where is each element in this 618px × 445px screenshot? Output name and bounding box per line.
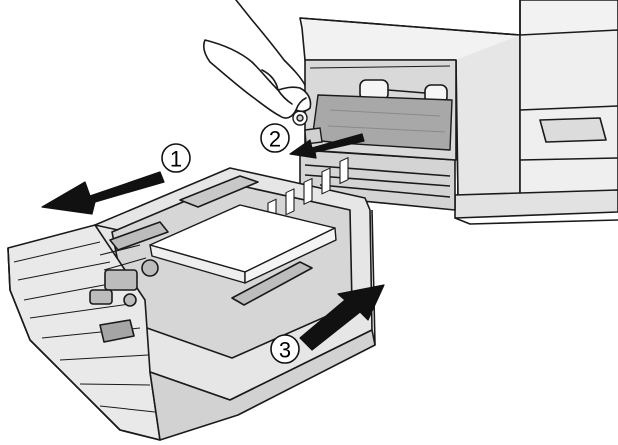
jammed-paper-sheet	[311, 94, 453, 151]
hand-pulling-paper	[203, 0, 312, 119]
cassette-mechanism	[89, 221, 169, 343]
step-label-2: 2	[269, 127, 281, 152]
step-label-1: 1	[170, 147, 182, 172]
step-marker-2: 2	[260, 123, 290, 153]
arrow-pull-tray	[41, 171, 165, 215]
arrow-insert-tray	[299, 284, 385, 351]
step-marker-1: 1	[161, 143, 191, 173]
arrow-remove-paper	[289, 133, 365, 159]
step-marker-3: 3	[270, 334, 300, 364]
step-label-3: 3	[279, 338, 291, 363]
paper-stack	[149, 204, 337, 284]
